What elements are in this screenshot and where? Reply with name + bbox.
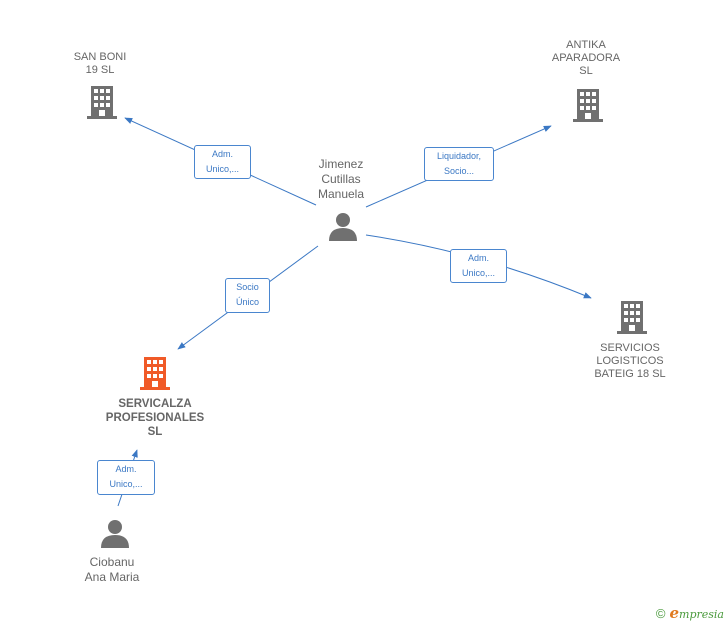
edge-label-line: Adm. (115, 464, 137, 474)
label-line: SAN BONI (73, 51, 127, 63)
node-label-servicios[interactable]: SERVICIOS LOGISTICOS BATEIG 18 SL (580, 342, 680, 381)
building-icon[interactable] (87, 86, 117, 119)
edge-label-jimenez-san-boni[interactable]: Adm. Unico,... (194, 145, 251, 179)
footer-brand: © empresia (656, 604, 724, 622)
edge-label-jimenez-servicios[interactable]: Adm. Unico,... (450, 249, 507, 283)
label-line: Manuela (317, 187, 365, 201)
label-line: APARADORA (551, 52, 621, 64)
edge-label-line: Unico,... (205, 164, 239, 174)
edge-label-jimenez-antika[interactable]: Liquidador, Socio... (424, 147, 494, 181)
label-line: LOGISTICOS (596, 355, 664, 367)
brand-logo[interactable]: empresia (669, 604, 724, 622)
label-line: SL (147, 426, 163, 438)
brand-name: mpresia (679, 608, 724, 621)
edge-label-line: Adm. (467, 253, 489, 263)
edge-label-ciobanu-servicalza[interactable]: Adm. Unico,... (97, 460, 155, 495)
brand-initial: e (669, 604, 680, 622)
building-icon[interactable] (573, 89, 603, 122)
label-line: BATEIG 18 SL (594, 368, 666, 380)
label-line: PROFESIONALES (105, 412, 205, 424)
edge-label-line: Adm. (211, 149, 233, 159)
node-label-ciobanu[interactable]: Ciobanu Ana Maria (72, 555, 152, 585)
label-line: Ana Maria (84, 570, 140, 584)
person-icon[interactable] (101, 520, 129, 548)
label-line: Jimenez (318, 157, 364, 171)
node-label-jimenez[interactable]: Jimenez Cutillas Manuela (301, 157, 381, 202)
label-line: SERVICALZA (118, 398, 192, 410)
edge-label-line: Socio (236, 282, 259, 292)
node-label-san-boni[interactable]: SAN BONI 19 SL (60, 51, 140, 77)
label-line: ANTIKA (566, 39, 606, 51)
person-icon[interactable] (329, 213, 357, 241)
edge-label-jimenez-servicalza[interactable]: Socio Único (225, 278, 270, 313)
node-label-servicalza[interactable]: SERVICALZA PROFESIONALES SL (90, 397, 220, 439)
building-icon[interactable] (617, 301, 647, 334)
node-label-antika[interactable]: ANTIKA APARADORA SL (546, 39, 626, 78)
label-line: Cutillas (321, 172, 361, 186)
label-line: Ciobanu (89, 555, 135, 569)
label-line: SERVICIOS (600, 342, 660, 354)
label-line: SL (579, 65, 593, 77)
copyright-icon: © (655, 605, 666, 621)
building-icon[interactable] (140, 357, 170, 390)
edge-label-line: Único (235, 297, 259, 307)
edge-label-line: Unico,... (461, 268, 495, 278)
edge-label-line: Unico,... (109, 479, 143, 489)
edge-label-line: Socio... (443, 166, 474, 176)
label-line: 19 SL (85, 64, 115, 76)
edge-label-line: Liquidador, (436, 151, 482, 161)
